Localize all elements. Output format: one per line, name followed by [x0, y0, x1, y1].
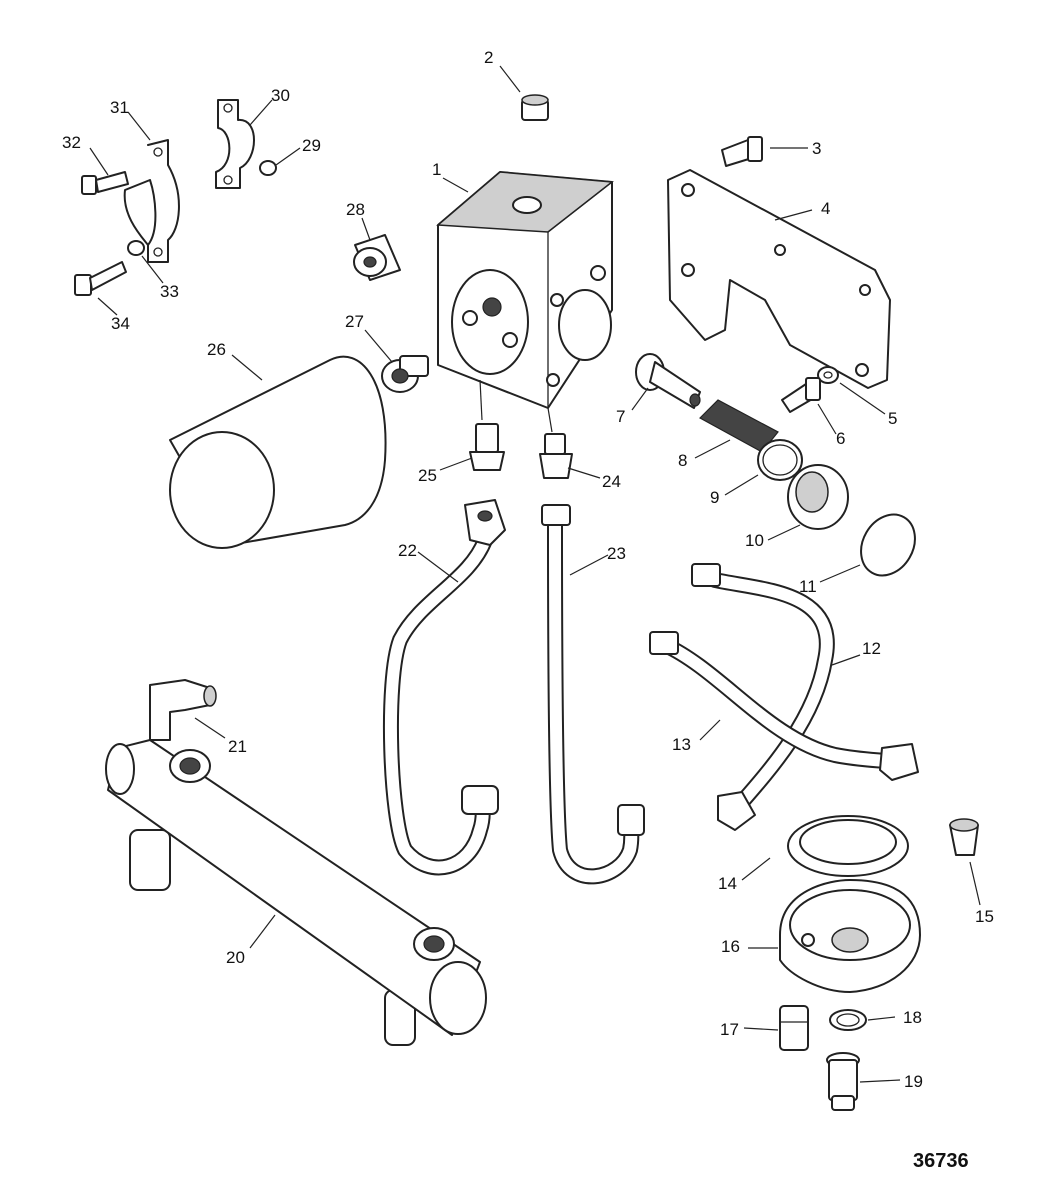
part-23-hose — [541, 504, 645, 885]
callout-34: 34 — [111, 314, 130, 333]
part-31-clamp — [123, 139, 180, 263]
part-7-valve-stem — [635, 353, 701, 409]
part-14-gasket — [787, 815, 909, 877]
callout-3: 3 — [812, 139, 821, 158]
callout-9: 9 — [710, 488, 719, 507]
callout-8: 8 — [678, 451, 687, 470]
part-30-clamp — [215, 99, 255, 189]
part-19-fitting — [826, 1052, 860, 1111]
part-10-thermostat — [787, 464, 849, 530]
callout-23: 23 — [607, 544, 626, 563]
figure-number: 36736 — [913, 1150, 969, 1172]
callout-2: 2 — [484, 48, 493, 67]
part-22-hose — [382, 499, 506, 876]
part-12-hose — [691, 563, 835, 831]
part-1-adapter-block — [436, 171, 614, 409]
part-13-hose — [649, 631, 919, 781]
callout-32: 32 — [62, 133, 81, 152]
callout-29: 29 — [302, 136, 321, 155]
part-25-fitting — [469, 423, 505, 471]
part-26-oil-filter — [169, 355, 387, 549]
part-34-bolt — [74, 261, 127, 296]
callout-17: 17 — [720, 1020, 739, 1039]
callout-15: 15 — [975, 907, 994, 926]
part-16-filter-base — [779, 879, 921, 993]
callout-12: 12 — [862, 639, 881, 658]
callout-19: 19 — [904, 1072, 923, 1091]
part-18-washer — [829, 1009, 867, 1031]
callout-5: 5 — [888, 409, 897, 428]
part-2-plug — [521, 94, 549, 121]
callout-16: 16 — [721, 937, 740, 956]
part-3-screw — [721, 136, 763, 167]
part-6-bolt — [781, 377, 821, 413]
part-29-nut — [259, 160, 277, 176]
part-27-nipple — [381, 355, 429, 393]
part-15-plug — [949, 818, 979, 856]
part-24-fitting — [539, 433, 573, 479]
callout-7: 7 — [616, 407, 625, 426]
callout-31: 31 — [110, 98, 129, 117]
callout-27: 27 — [345, 312, 364, 331]
callout-24: 24 — [602, 472, 621, 491]
callout-30: 30 — [271, 86, 290, 105]
part-20-cooler — [105, 739, 487, 1046]
callout-11: 11 — [799, 577, 817, 596]
callout-4: 4 — [821, 199, 830, 218]
part-32-bolt — [81, 171, 129, 195]
part-21-elbow — [149, 679, 217, 741]
callout-33: 33 — [160, 282, 179, 301]
part-17-fitting — [779, 1005, 809, 1051]
callout-20: 20 — [226, 948, 245, 967]
callout-1: 1 — [432, 160, 441, 179]
callout-22: 22 — [398, 541, 417, 560]
part-11-snap-ring — [860, 513, 916, 577]
callout-6: 6 — [836, 429, 845, 448]
part-4-bracket — [667, 169, 891, 389]
callout-26: 26 — [207, 340, 226, 359]
callout-18: 18 — [903, 1008, 922, 1027]
callout-21: 21 — [228, 737, 247, 756]
part-9-o-ring — [757, 439, 803, 481]
callout-28: 28 — [346, 200, 365, 219]
part-28-cap-nut — [353, 234, 401, 281]
callout-labels: 1 2 3 4 5 6 7 8 9 10 11 12 13 14 15 16 1… — [62, 48, 994, 1172]
callout-10: 10 — [745, 531, 764, 550]
part-8-spring — [699, 399, 779, 453]
part-33-washer — [127, 240, 145, 256]
callout-25: 25 — [418, 466, 437, 485]
callout-14: 14 — [718, 874, 737, 893]
part-5-washer — [817, 366, 839, 384]
callout-13: 13 — [672, 735, 691, 754]
leader-lines — [89, 65, 981, 1083]
